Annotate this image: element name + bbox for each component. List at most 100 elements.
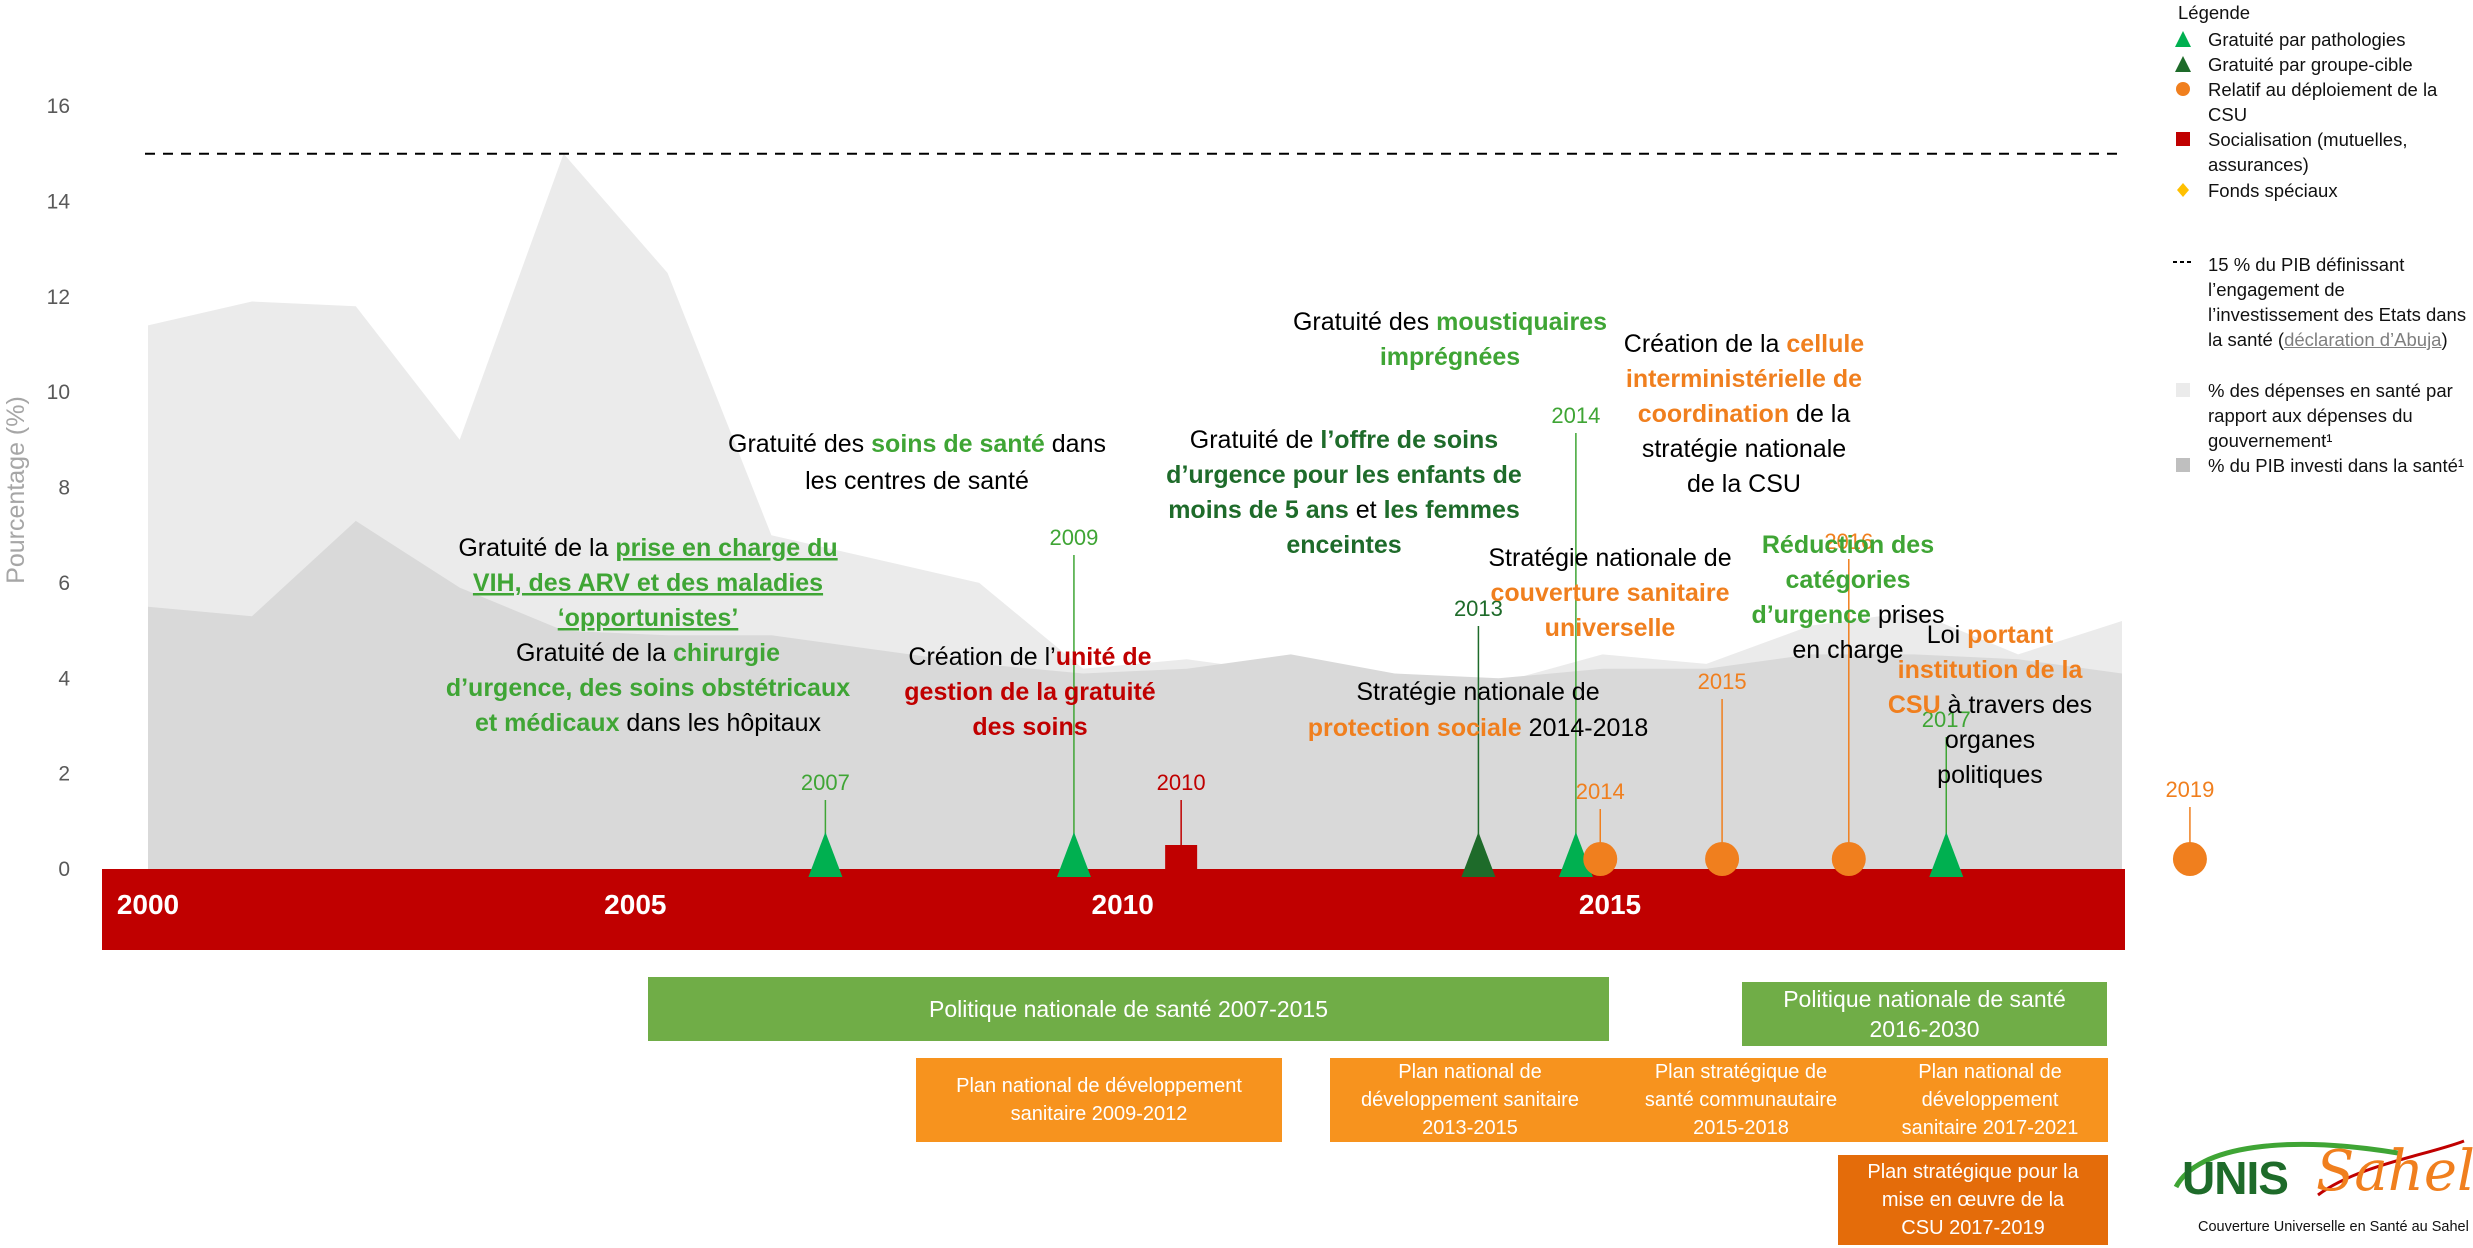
event-text-segment: moins de 5 ans (1168, 496, 1349, 524)
event-text-line: et médicaux dans les hôpitaux (475, 709, 822, 737)
event-text-segment: des soins (972, 713, 1087, 741)
event-text-line: de la CSU (1687, 470, 1801, 498)
event-text-segment: organes (1945, 726, 2035, 754)
event-text-line: des soins (972, 713, 1087, 741)
event-text-segment: 2014-2018 (1522, 714, 1649, 742)
event-text-line: Stratégie nationale de (1356, 678, 1599, 706)
event-text-segment: prise en charge du (615, 534, 837, 562)
event-text-segment: Loi (1927, 621, 1967, 649)
event-text-segment: Gratuité de la (516, 639, 673, 667)
legend-item-label: % des dépenses en santé par rapport aux … (2208, 380, 2453, 451)
event-text-line: les centres de santé (805, 467, 1029, 495)
event-text-line: VIH, des ARV et des maladies (473, 569, 823, 597)
event-text-segment: d’urgence pour les enfants de (1166, 461, 1522, 489)
event-text-segment: Gratuité de la (458, 534, 615, 562)
y-tick-label: 0 (58, 858, 70, 881)
plan-bar-pnds-2009-2012: Plan national de développement sanitaire… (916, 1058, 1282, 1142)
dark-green-triangle-icon (2175, 56, 2191, 72)
legend-title: Légende (2178, 2, 2251, 23)
policy-bar-2016-2030: Politique nationale de santé 2016-2030 (1742, 982, 2107, 1046)
event-year-label: 2007 (801, 770, 850, 795)
event-text-line: Stratégie nationale de (1488, 544, 1731, 572)
event-text-segment: Gratuité de (1190, 426, 1321, 454)
light-green-triangle-icon (2175, 31, 2191, 47)
logo-brand-script: Sahel (2316, 1139, 2473, 1204)
event-year-label: 2009 (1049, 525, 1098, 550)
gray-square-icon (2176, 458, 2190, 472)
y-tick-label: 8 (58, 477, 70, 500)
event-text-segment: dans les hôpitaux (619, 709, 821, 737)
orange-circle-icon (2176, 82, 2190, 96)
event-text-segment: les femmes (1384, 496, 1520, 524)
plan-bar-pssc-2015-2018: Plan stratégique de santé communautaire … (1610, 1058, 1872, 1142)
event-text-line: politiques (1937, 761, 2043, 789)
event-text-segment: d’urgence, des soins obstétricaux (446, 674, 850, 702)
area-layer (148, 153, 2122, 869)
event-text-line: institution de la (1898, 656, 2084, 684)
event-text-segment: Gratuité des (728, 430, 871, 458)
y-tick-label: 4 (58, 667, 70, 690)
light-green-triangle-marker (808, 832, 843, 877)
event-text-segment: couverture sanitaire (1491, 579, 1730, 607)
dark-green-triangle-marker (1461, 832, 1496, 877)
event-text-segment: Stratégie nationale de (1488, 544, 1731, 572)
event-text-line: enceintes (1286, 531, 1401, 559)
event-text-segment: ‘opportunistes’ (558, 604, 739, 632)
y-tick-label: 2 (58, 763, 70, 786)
event-text-segment: catégories (1785, 566, 1910, 594)
plan-bar-csu-2017-2019: Plan stratégique pour la mise en œuvre d… (1838, 1155, 2108, 1245)
red-square-icon (2176, 132, 2190, 146)
light-green-triangle-marker (1056, 832, 1091, 877)
event-text-line: couverture sanitaire (1491, 579, 1730, 607)
event-text-segment: Stratégie nationale de (1356, 678, 1599, 706)
policy-bar-2007-2015: Politique nationale de santé 2007-2015 (648, 977, 1609, 1041)
legend-item-label: Fonds spéciaux (2208, 180, 2338, 201)
event-text-segment: dans (1045, 430, 1106, 458)
light-green-triangle-marker (1929, 832, 1964, 877)
event-year-label: 2019 (2165, 777, 2214, 802)
light-gray-square-icon (2176, 383, 2190, 397)
event-text-line: catégories (1785, 566, 1910, 594)
event-text-segment: soins de santé (871, 430, 1045, 458)
event-text-line: Gratuité de l’offre de soins (1190, 426, 1498, 454)
event-text-line: Réduction des (1762, 531, 1934, 559)
timeline-label-2010: 2010 (1092, 889, 1154, 920)
event-text-line: organes (1945, 726, 2035, 754)
orange-circle-marker (2172, 842, 2207, 876)
event-text-segment: interministérielle de (1626, 365, 1862, 393)
event-text-segment: d’urgence (1751, 601, 1871, 629)
event-text-line: en charge (1792, 636, 1903, 664)
event-text-line: Création de l’unité de (908, 643, 1151, 671)
event-text-segment: Réduction des (1762, 531, 1934, 559)
event-text-segment: gestion de la gratuité (904, 678, 1156, 706)
event-text-line: moins de 5 ans et les femmes (1168, 496, 1520, 524)
logo-swoosh-icon (2173, 1139, 2465, 1197)
event-text-line: d’urgence, des soins obstétricaux (446, 674, 850, 702)
event-text-line: Gratuité de la prise en charge du (458, 534, 837, 562)
event-text-segment: Création de l’ (908, 643, 1055, 671)
event-2009-1: 2009 Gratuité des soins de santé dans les … (728, 430, 1106, 877)
orange-circle-marker (1705, 842, 1740, 876)
event-text-segment: imprégnées (1380, 343, 1520, 371)
event-text-segment: politiques (1937, 761, 2043, 789)
legend-item-label: Socialisation (mutuelles, assurances) (2208, 129, 2408, 175)
event-text-line: Gratuité de la chirurgie (516, 639, 780, 667)
event-text-line: Création de la cellule (1624, 330, 1865, 358)
event-text-segment: chirurgie (673, 639, 780, 667)
event-text-segment: VIH, des ARV et des maladies (473, 569, 823, 597)
abuja-link[interactable]: déclaration d’Abuja (2284, 329, 2442, 350)
event-text-segment: les centres de santé (805, 467, 1029, 495)
timeline-label-2005: 2005 (604, 889, 666, 920)
event-text-line: Gratuité des moustiquaires (1293, 308, 1607, 336)
event-text-segment: stratégie nationale (1642, 435, 1846, 463)
y-tick-label: 6 (58, 572, 70, 595)
red-square-marker (1165, 845, 1198, 877)
